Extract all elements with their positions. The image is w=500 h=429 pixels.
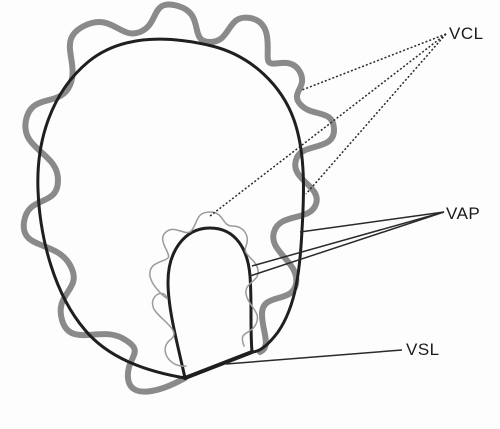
vcl-label: VCL	[449, 24, 484, 44]
vcl-leader-line-1	[302, 34, 446, 90]
vsl-label: VSL	[406, 340, 440, 360]
vap-label: VAP	[446, 204, 480, 224]
inner-curvilinear-path	[150, 212, 258, 366]
vap-leader-line-1	[300, 212, 444, 232]
outer-curvilinear-path	[24, 4, 334, 391]
straight-line-path	[185, 352, 252, 378]
